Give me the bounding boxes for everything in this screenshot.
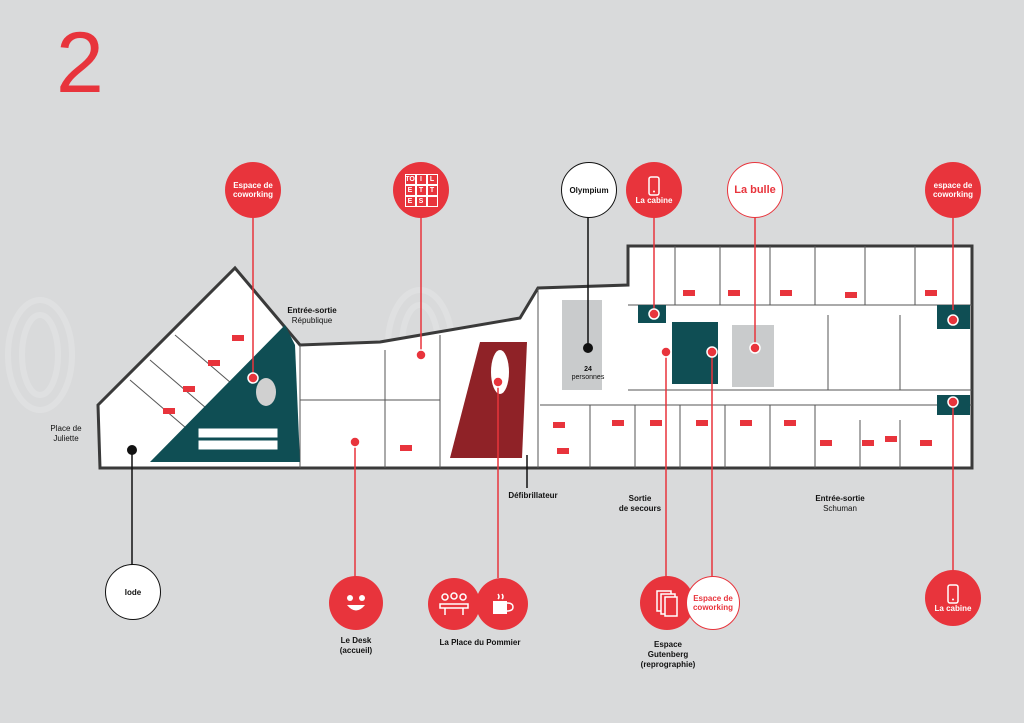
- meeting-icon: [439, 592, 469, 615]
- olympium-room: [562, 300, 602, 390]
- callout-iode[interactable]: Iode: [105, 564, 161, 620]
- label-entree-republique: Entrée-sortie République: [287, 306, 337, 325]
- callout-espace-gutenberg[interactable]: [640, 576, 694, 630]
- callout-olympium[interactable]: Olympium: [561, 162, 617, 218]
- label-espace-gutenberg: Espace Gutenberg (reprographie): [640, 640, 696, 669]
- la-bulle-zone: [732, 325, 774, 387]
- phone-icon: [648, 175, 660, 196]
- toilettes-grid: TO I L E T T E S: [404, 173, 438, 207]
- desks: [197, 427, 279, 451]
- coffee-cup-icon: [493, 593, 514, 614]
- smiley-icon: [347, 595, 365, 611]
- room-tags: [163, 290, 937, 454]
- pommier-table: [491, 350, 509, 394]
- floor-number: 2: [56, 15, 104, 111]
- callout-espace-coworking-right[interactable]: espace de coworking: [925, 162, 981, 218]
- callout-la-bulle[interactable]: La bulle: [727, 162, 783, 218]
- label-defibrillateur: Défibrillateur: [508, 491, 558, 500]
- callout-toilettes[interactable]: TO I L E T T E S: [393, 162, 449, 218]
- label-le-desk: Le Desk (accueil): [339, 636, 373, 655]
- label-place-de-juliette: Place de Juliette: [50, 424, 82, 443]
- callout-espace-coworking-left[interactable]: Espace de coworking: [225, 162, 281, 218]
- callout-la-cabine-bottom[interactable]: La cabine: [925, 570, 981, 626]
- coworking-table: [256, 378, 276, 406]
- label-sortie-de-secours: Sortie de secours: [618, 494, 662, 513]
- label-entree-schuman: Entrée-sortie Schuman: [815, 494, 865, 513]
- label-place-du-pommier: La Place du Pommier: [439, 638, 521, 647]
- interior-walls: [129, 246, 972, 468]
- callout-place-du-pommier-coffee[interactable]: [476, 578, 528, 630]
- phone-icon: [947, 583, 959, 604]
- leader-dots: [127, 308, 959, 455]
- callout-gutenberg-coworking[interactable]: Espace de coworking: [686, 576, 740, 630]
- callout-la-cabine-top[interactable]: La cabine: [626, 162, 682, 218]
- callout-le-desk[interactable]: [329, 576, 383, 630]
- leader-lines: [131, 215, 954, 578]
- documents-icon: [656, 590, 678, 617]
- callout-place-du-pommier-meeting[interactable]: [428, 578, 480, 630]
- label-olympium-capacity: 24 personnes: [571, 366, 605, 381]
